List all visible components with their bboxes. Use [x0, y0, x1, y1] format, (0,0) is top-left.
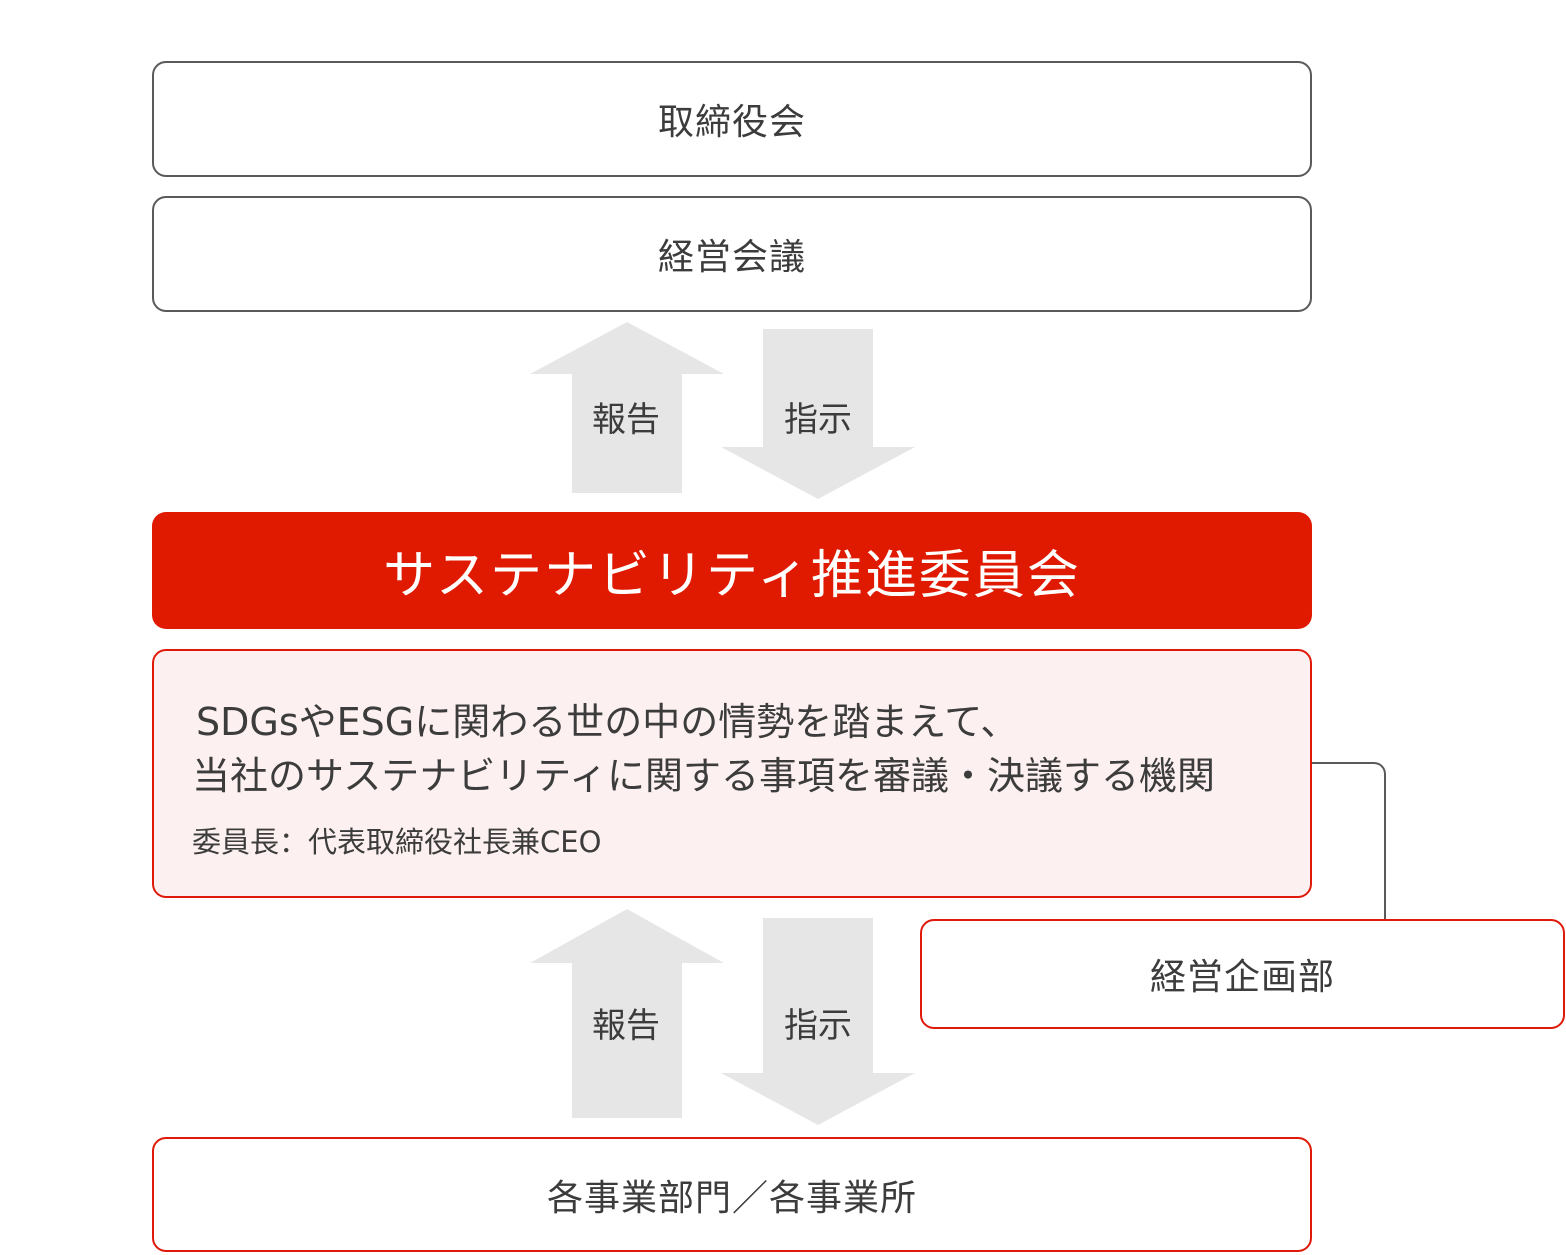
board-of-directors-label: 取締役会: [657, 102, 806, 143]
lower-instruct-arrow: [721, 918, 915, 1125]
committee-chair-text: 委員長：代表取締役社長兼CEO: [192, 825, 602, 859]
lower-report-label: 報告: [592, 1006, 660, 1046]
committee-description-line-2: 当社のサステナビリティに関する事項を審議・決議する機関: [192, 754, 1215, 798]
upper-instruct-arrow: [721, 329, 915, 499]
committee-description-box: SDGsやESGに関わる世の中の情勢を踏まえて、 当社のサステナビリティに関する…: [152, 649, 1312, 898]
sustainability-committee-box: サステナビリティ推進委員会: [152, 512, 1312, 629]
upper-report-label: 報告: [592, 400, 660, 440]
management-meeting-box: 経営会議: [152, 196, 1312, 312]
lower-instruct-label: 指示: [784, 1006, 852, 1046]
business-divisions-box: 各事業部門／各事業所: [152, 1137, 1312, 1252]
planning-department-connector: [1312, 762, 1386, 920]
business-divisions-label: 各事業部門／各事業所: [546, 1177, 917, 1219]
committee-description-line-1: SDGsやESGに関わる世の中の情勢を踏まえて、: [196, 700, 1019, 744]
board-of-directors-box: 取締役会: [152, 61, 1312, 177]
sustainability-committee-title: サステナビリティ推進委員会: [383, 546, 1081, 606]
lower-report-arrow: [530, 909, 724, 1118]
planning-department-box: 経営企画部: [920, 919, 1565, 1029]
upper-report-arrow: [530, 322, 724, 493]
upper-instruct-label: 指示: [784, 400, 852, 440]
planning-department-label: 経営企画部: [1149, 957, 1335, 998]
management-meeting-label: 経営会議: [657, 237, 806, 278]
